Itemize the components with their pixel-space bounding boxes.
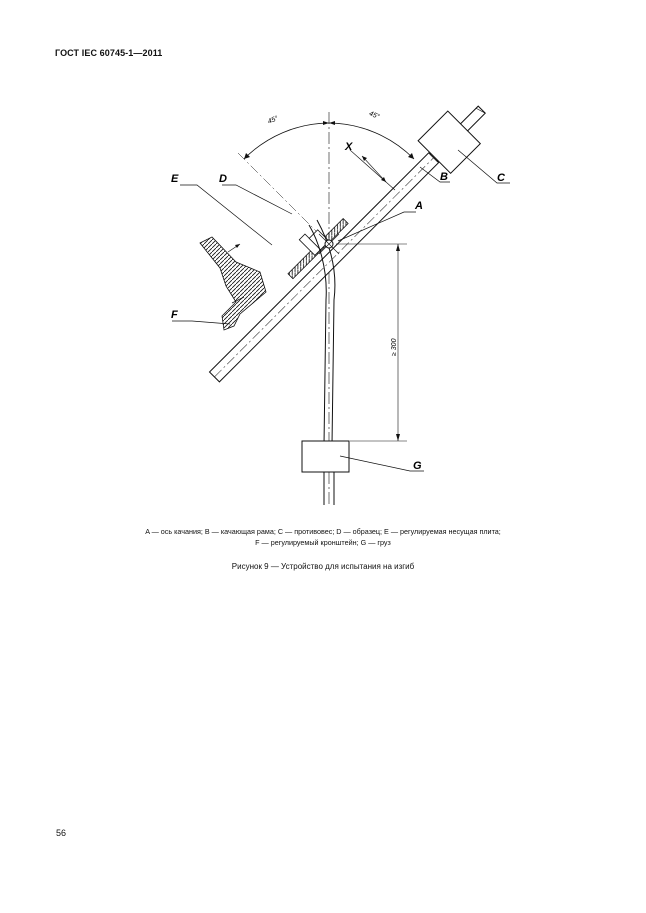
figure-caption: Рисунок 9 — Устройство для испытания на … <box>231 562 415 571</box>
label-d: D <box>219 173 227 185</box>
document-header: ГОСТ IEC 60745-1—2011 <box>55 48 163 58</box>
figure-legend-line-1: A — ось качания; B — качающая рама; C — … <box>145 527 501 536</box>
counterweight <box>417 110 482 174</box>
label-e: E <box>171 173 179 185</box>
label-f: F <box>171 309 178 321</box>
angle-left-label: 45° <box>266 114 279 125</box>
figure-legend-line-2: F — регулируемый кронштейн; G — груз <box>255 538 391 547</box>
page-number: 56 <box>56 828 67 838</box>
weight <box>301 440 350 473</box>
length-dimension-label: ≥ 300 <box>391 338 398 356</box>
label-x: X <box>344 141 353 153</box>
swinging-frame <box>208 105 486 383</box>
label-c: C <box>497 172 506 184</box>
specimen-cord <box>308 224 327 446</box>
bend-test-device-drawing: 45° 45° X E D B C A F G ≥ 300 <box>171 105 510 505</box>
label-g: G <box>413 460 422 472</box>
angle-arc-right <box>328 122 415 160</box>
angle-right-label: 45° <box>368 109 381 120</box>
adjustable-bracket <box>199 236 267 331</box>
angle-arc-left <box>243 122 330 160</box>
label-a: A <box>414 200 423 212</box>
label-b: B <box>440 171 448 183</box>
